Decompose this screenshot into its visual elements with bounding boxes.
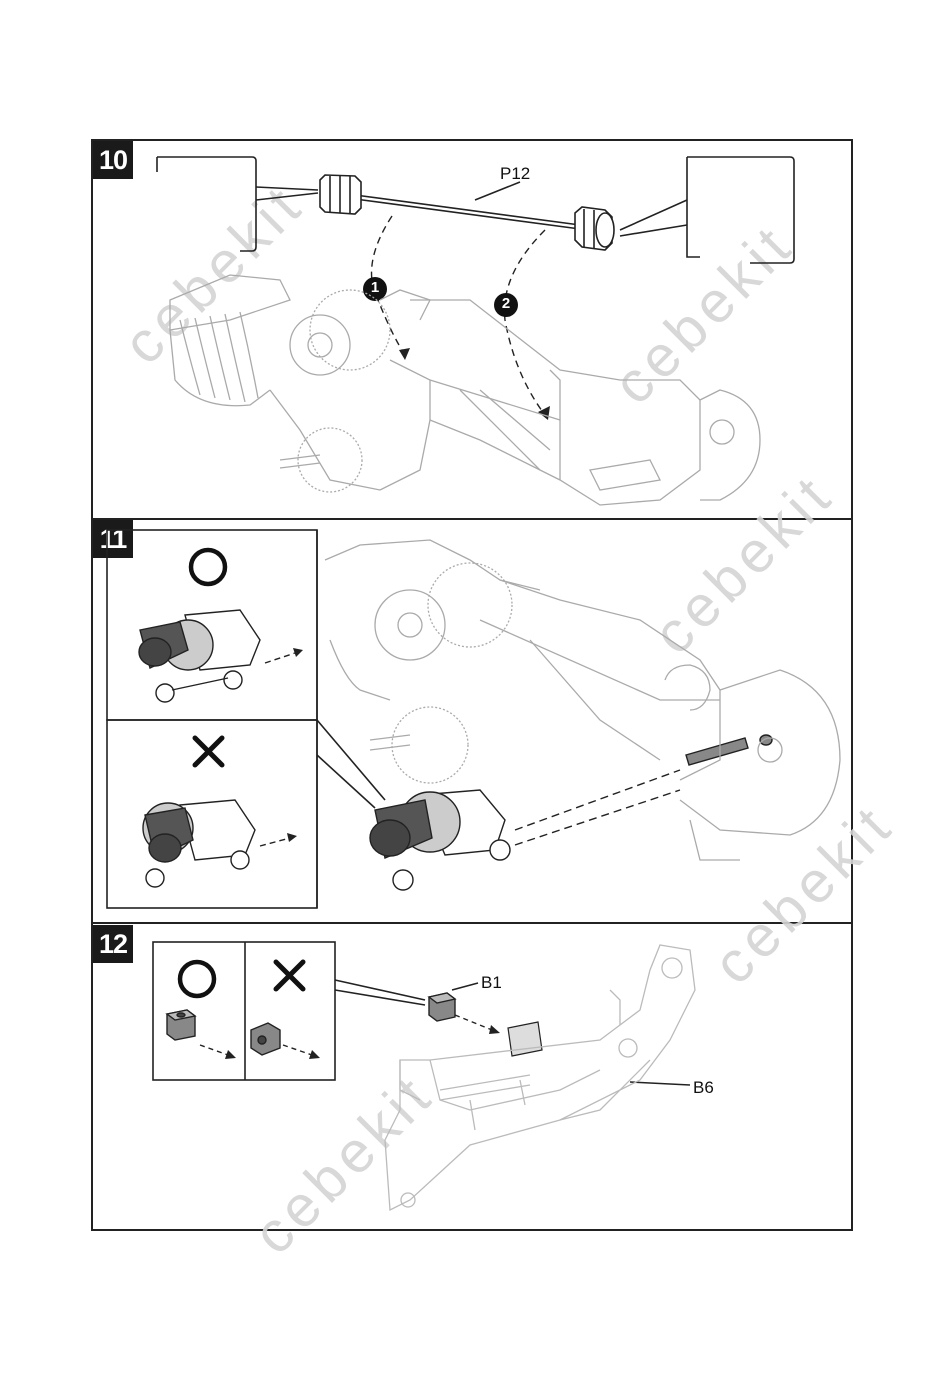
incorrect-cross-icon xyxy=(276,962,303,989)
label-b1: B1 xyxy=(481,973,502,993)
label-b6: B6 xyxy=(693,1078,714,1098)
correct-circle-icon xyxy=(180,962,214,996)
